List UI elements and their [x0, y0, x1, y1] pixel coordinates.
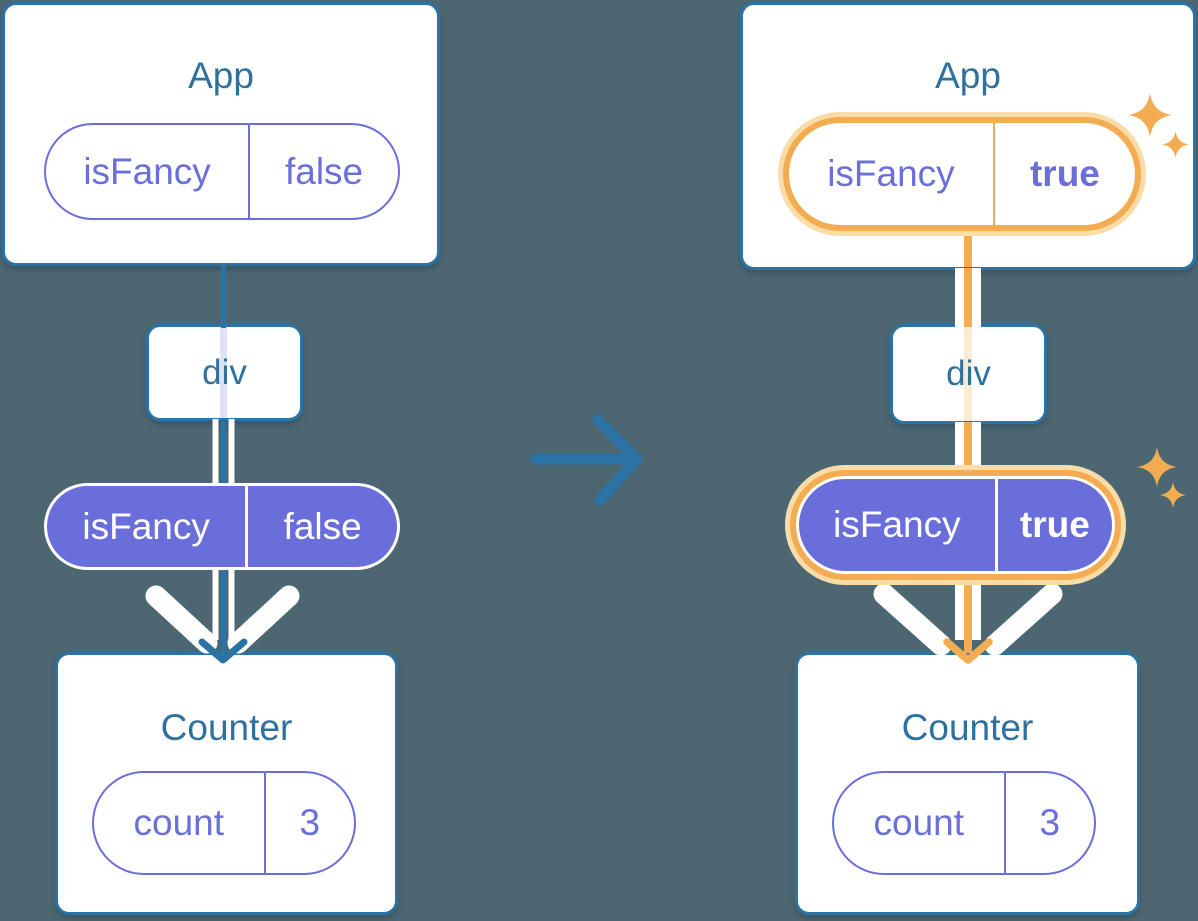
- div-label: div: [946, 354, 991, 393]
- state-pill: count 3: [92, 771, 356, 875]
- state-value: 3: [1039, 802, 1061, 843]
- passed-prop-name: isFancy: [47, 486, 249, 567]
- prop-name: isFancy: [789, 123, 995, 225]
- state-value: 3: [299, 802, 321, 843]
- prop-value: true: [1029, 153, 1100, 194]
- app-title: App: [188, 55, 254, 96]
- state-name: count: [94, 773, 266, 873]
- state-name: count: [834, 773, 1006, 873]
- div-label: div: [202, 352, 247, 392]
- prop-thread: [964, 327, 972, 421]
- counter-card: Counter count 3: [795, 652, 1140, 915]
- prop-thread: [220, 327, 227, 418]
- counter-title: Counter: [901, 707, 1034, 748]
- counter-card: Counter count 3: [55, 652, 398, 915]
- state-pill: count 3: [832, 771, 1096, 875]
- passed-prop-pill: isFancy false: [44, 483, 400, 570]
- passed-prop-value: true: [1019, 504, 1090, 545]
- sparkle-icon: [1128, 93, 1172, 137]
- prop-thread: [964, 231, 972, 267]
- passed-prop-value: false: [283, 505, 362, 547]
- app-card: App isFancy false: [2, 2, 440, 266]
- prop-value: false: [284, 150, 364, 192]
- app-title: App: [935, 55, 1001, 96]
- sparkle-icon: [1160, 482, 1186, 508]
- passed-prop-name: isFancy: [799, 479, 998, 571]
- sparkle-icon: [1162, 131, 1189, 158]
- app-prop-pill: isFancy false: [44, 123, 400, 220]
- div-box: div: [890, 324, 1047, 424]
- passed-prop-pill-highlighted: isFancy true: [796, 476, 1115, 574]
- sparkle-icon: [1137, 447, 1177, 487]
- counter-title: Counter: [160, 707, 293, 748]
- prop-name: isFancy: [46, 125, 251, 218]
- app-prop-pill-highlighted: isFancy true: [783, 117, 1141, 231]
